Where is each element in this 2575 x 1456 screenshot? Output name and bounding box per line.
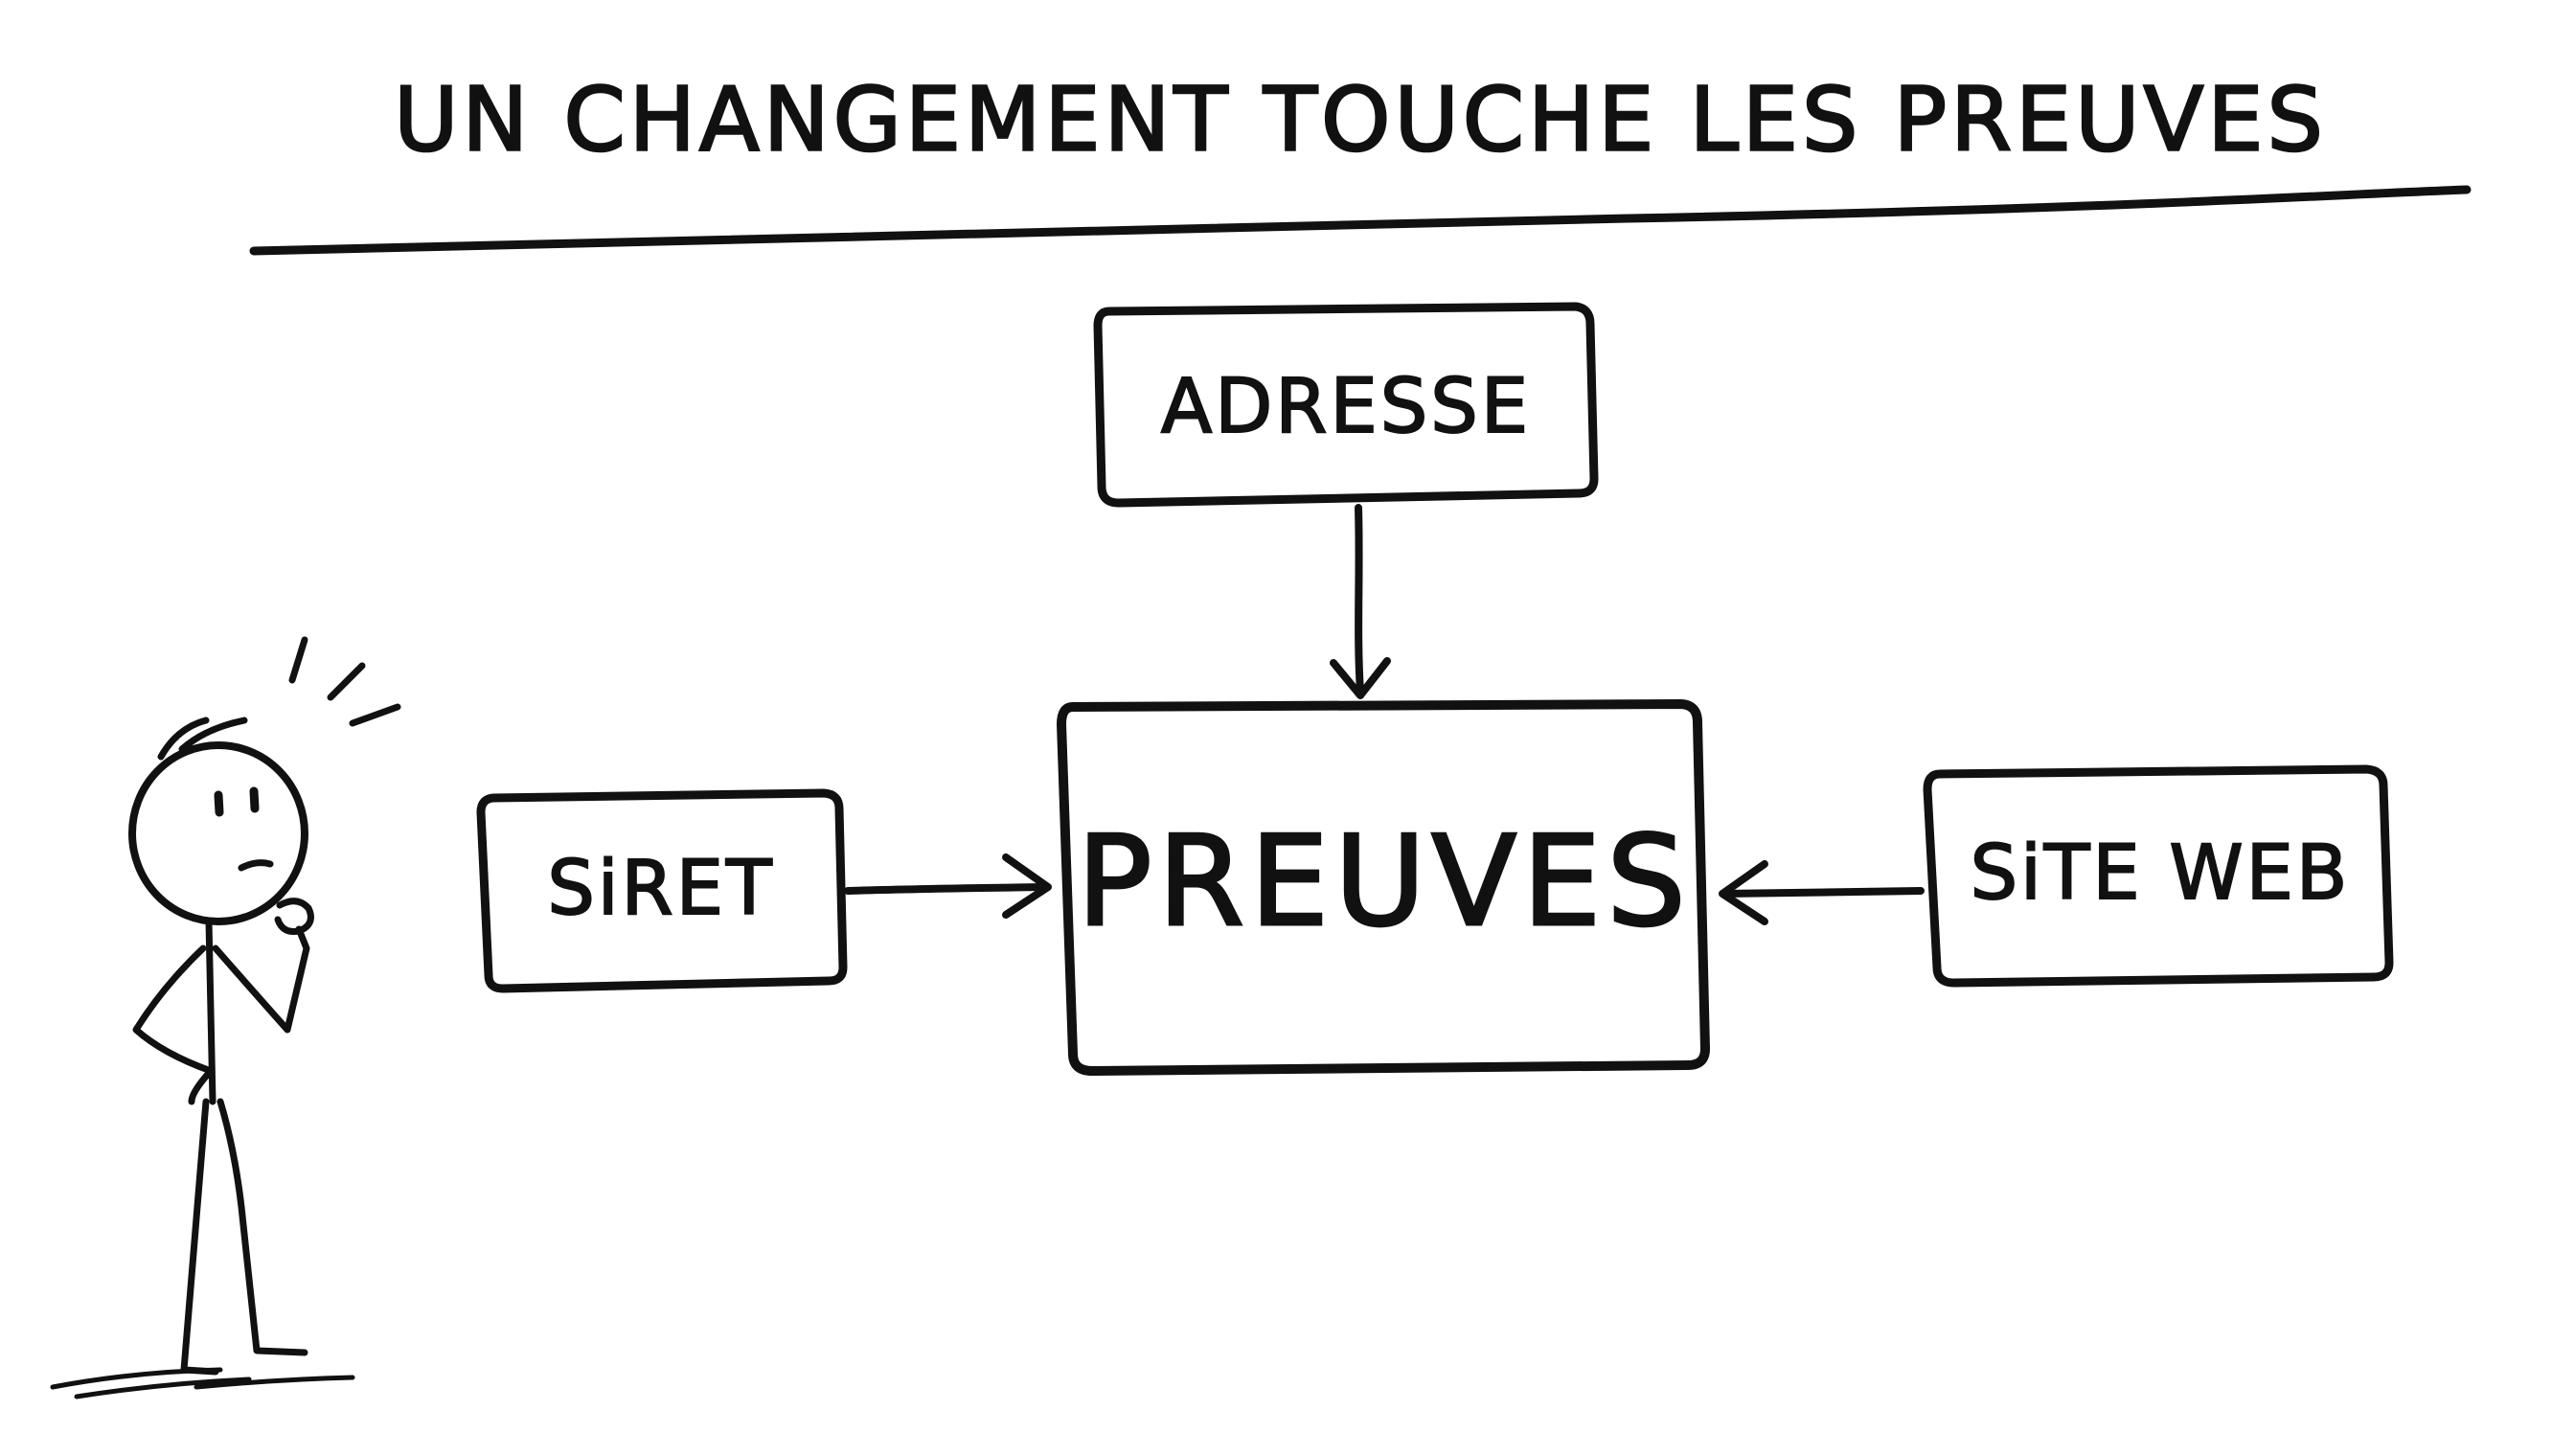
hair-strand-2 xyxy=(178,717,248,753)
node-adresse-label: ADRESSE xyxy=(1161,364,1531,450)
edge-site-web-arrowhead xyxy=(1719,860,1768,925)
edge-site-web-line xyxy=(1720,887,1925,898)
node-site-web: SiTE WEB xyxy=(1923,764,2394,988)
arm-to-chin xyxy=(212,925,310,1034)
emphasis-line-1 xyxy=(288,636,308,684)
node-preuves-label: PREUVES xyxy=(1077,808,1692,954)
edge-adresse-line xyxy=(1355,504,1364,695)
left-eye xyxy=(214,790,224,817)
node-site-web-box xyxy=(1923,764,2394,988)
emphasis-line-3 xyxy=(349,703,401,727)
edge-adresse-arrowhead xyxy=(1330,657,1391,699)
node-site-web-label: SiTE WEB xyxy=(1971,830,2351,917)
arm-on-hip xyxy=(132,944,215,1105)
node-adresse-box xyxy=(1093,302,1599,508)
edge-siret-to-preuves xyxy=(844,853,1052,919)
node-adresse: ADRESSE xyxy=(1093,302,1599,508)
ground-line-2 xyxy=(74,1376,252,1399)
node-preuves-box xyxy=(1057,699,1710,1076)
hair-strand-1 xyxy=(157,717,210,761)
hand-at-chin xyxy=(274,898,314,935)
ground-line-1 xyxy=(50,1367,223,1390)
ground-line-3 xyxy=(194,1375,355,1390)
emphasis-line-2 xyxy=(327,662,366,701)
edge-adresse-to-preuves xyxy=(1330,504,1391,699)
edge-siret-line xyxy=(844,883,1050,895)
diagram-title: UN CHANGEMENT TOUCHE LES PREUVES xyxy=(394,69,2327,171)
title-underline xyxy=(249,185,2472,256)
stick-figure-head xyxy=(128,741,308,925)
node-siret: SiRET xyxy=(476,788,848,993)
left-leg xyxy=(180,1098,219,1376)
node-preuves: PREUVES xyxy=(1057,699,1710,1076)
mouth xyxy=(238,859,274,872)
right-leg xyxy=(216,1098,308,1356)
node-siret-box xyxy=(476,788,848,993)
right-eye xyxy=(249,786,260,813)
stick-figure xyxy=(50,636,401,1399)
edge-siret-arrowhead xyxy=(1002,853,1052,919)
edge-site-web-to-preuves xyxy=(1719,860,1925,925)
node-siret-label: SiRET xyxy=(547,846,774,932)
